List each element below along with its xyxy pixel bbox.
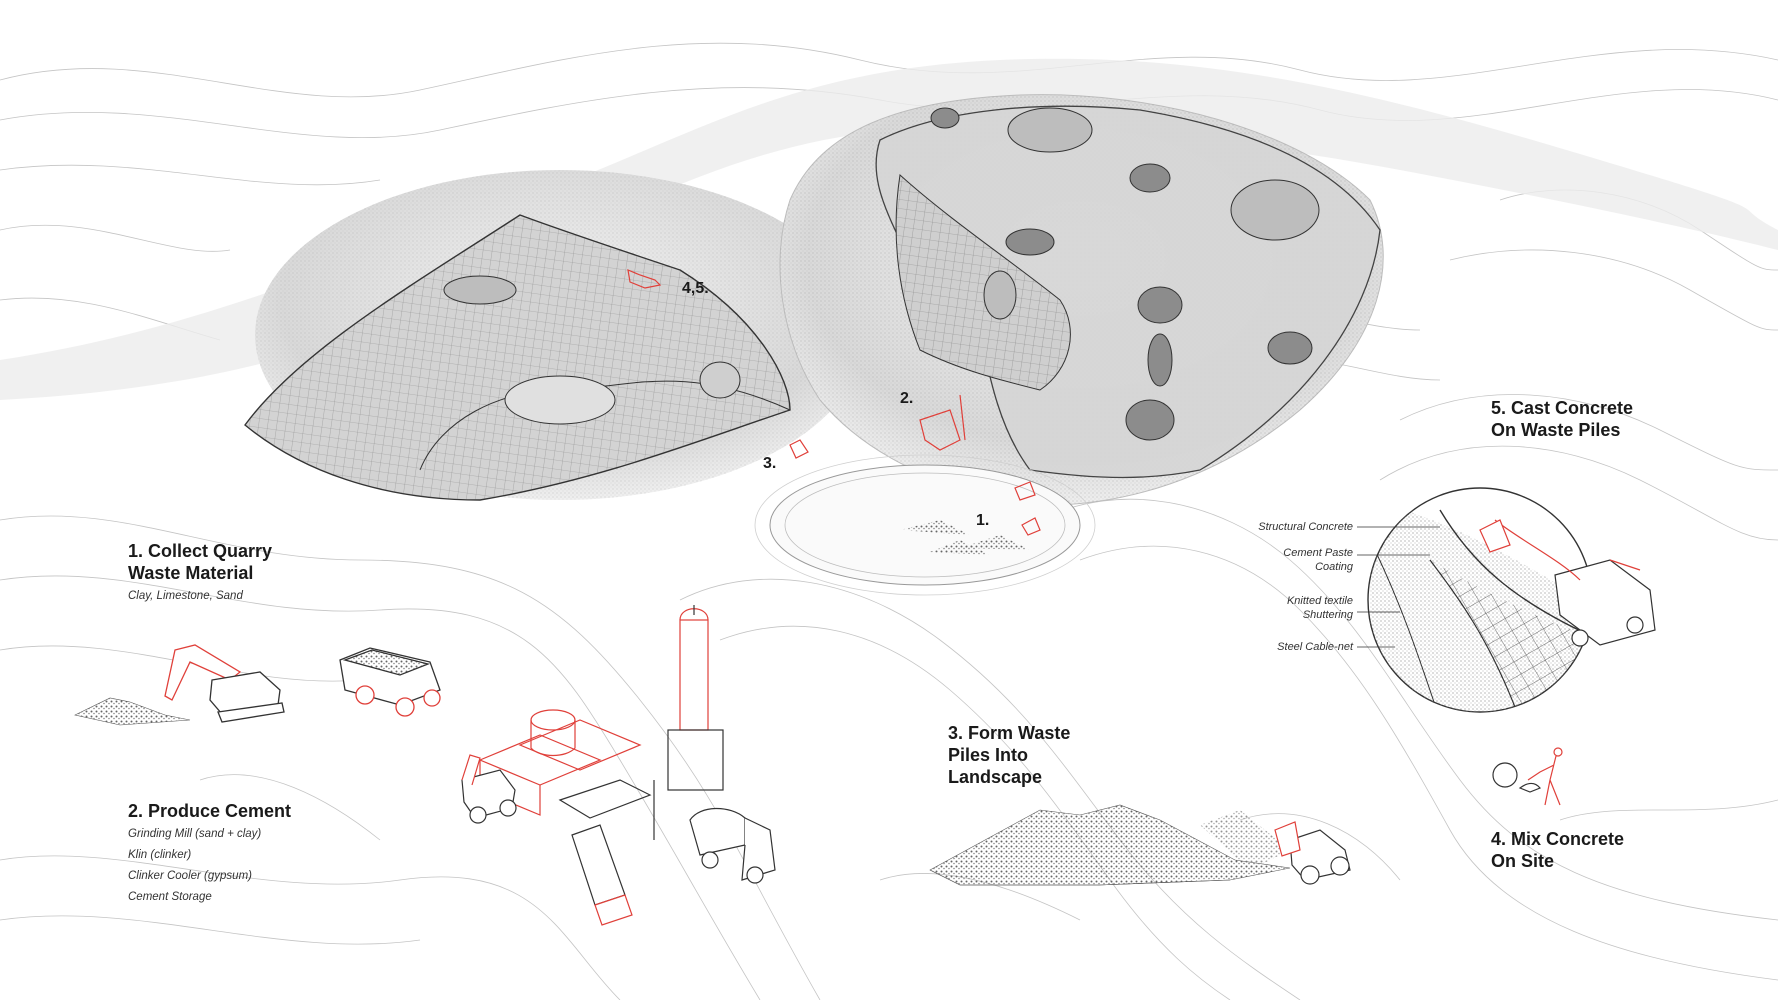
left-shell xyxy=(244,170,865,501)
callout-textile-line1: Knitted textile xyxy=(1286,595,1353,607)
wheel-loader-icon xyxy=(1274,821,1351,885)
step3-title-line3: Landscape xyxy=(948,767,1043,787)
step2-item: Grinding Mill (sand + clay) xyxy=(128,828,262,840)
step2-items: Grinding Mill (sand + clay) Klin (clinke… xyxy=(128,824,261,908)
callout-structural-concrete: Structural Concrete xyxy=(1200,520,1353,534)
step1-machinery xyxy=(74,644,441,726)
contour-lines xyxy=(0,42,1778,1000)
callout-cement-paste: Cement Paste Coating xyxy=(1200,546,1353,574)
cement-plant-icon xyxy=(478,605,724,840)
step5-title: 5. Cast Concrete On Waste Piles xyxy=(1491,397,1633,441)
callout-paste-line2: Coating xyxy=(1315,561,1353,573)
callout-paste-line1: Cement Paste xyxy=(1283,547,1353,559)
callout-textile-line2: Shuttering xyxy=(1302,609,1353,621)
mixer-truck-icon xyxy=(689,807,776,884)
step1-title: 1. Collect Quarry Waste Material xyxy=(128,540,272,584)
step1-subtitle: Clay, Limestone, Sand xyxy=(128,586,243,607)
marker-1: 1. xyxy=(976,512,990,529)
step2-item: Cement Storage xyxy=(128,891,212,903)
marker-3: 3. xyxy=(763,455,777,472)
waste-area-plan xyxy=(754,454,1096,596)
step1-materials: Clay, Limestone, Sand xyxy=(128,590,243,602)
right-shell xyxy=(779,94,1384,506)
callout-steel-cable-net: Steel Cable-net xyxy=(1200,640,1353,654)
worker-icon xyxy=(1492,747,1563,806)
marker-4-5: 4,5. xyxy=(682,280,709,297)
step1-title-line2: Waste Material xyxy=(128,563,254,583)
step3-title-line2: Piles Into xyxy=(948,745,1029,765)
step4-title-line2: On Site xyxy=(1491,851,1555,871)
shell-openings xyxy=(930,107,1320,441)
step5-title-line1: 5. Cast Concrete xyxy=(1491,398,1634,418)
step3-title-line1: 3. Form Waste xyxy=(948,723,1071,743)
step3-title: 3. Form Waste Piles Into Landscape xyxy=(948,722,1070,788)
step2-item: Klin (clinker) xyxy=(128,849,192,861)
callout-cable-label: Steel Cable-net xyxy=(1277,641,1353,653)
step4-title: 4. Mix Concrete On Site xyxy=(1491,828,1624,872)
site-machinery xyxy=(627,269,1041,536)
excavator-icon xyxy=(164,644,285,723)
step5-title-line2: On Waste Piles xyxy=(1491,420,1621,440)
step2-title-line: 2. Produce Cement xyxy=(128,801,292,821)
step2-title: 2. Produce Cement xyxy=(128,800,291,822)
backhoe-icon xyxy=(461,754,517,824)
concrete-pump-truck-icon xyxy=(1479,519,1656,647)
callout-knitted-textile: Knitted textile Shuttering xyxy=(1200,594,1353,622)
waste-piles xyxy=(929,804,1291,886)
callout-structural-label: Structural Concrete xyxy=(1258,521,1353,533)
marker-2: 2. xyxy=(900,390,914,407)
step1-title-line1: 1. Collect Quarry xyxy=(128,541,273,561)
cement-truck-icon xyxy=(571,824,633,926)
callout-lines xyxy=(1357,526,1440,648)
step2-item: Clinker Cooler (gypsum) xyxy=(128,870,252,882)
terrain-band xyxy=(0,58,1778,400)
dump-truck-icon xyxy=(339,647,441,717)
step4-title-line1: 4. Mix Concrete xyxy=(1491,829,1625,849)
